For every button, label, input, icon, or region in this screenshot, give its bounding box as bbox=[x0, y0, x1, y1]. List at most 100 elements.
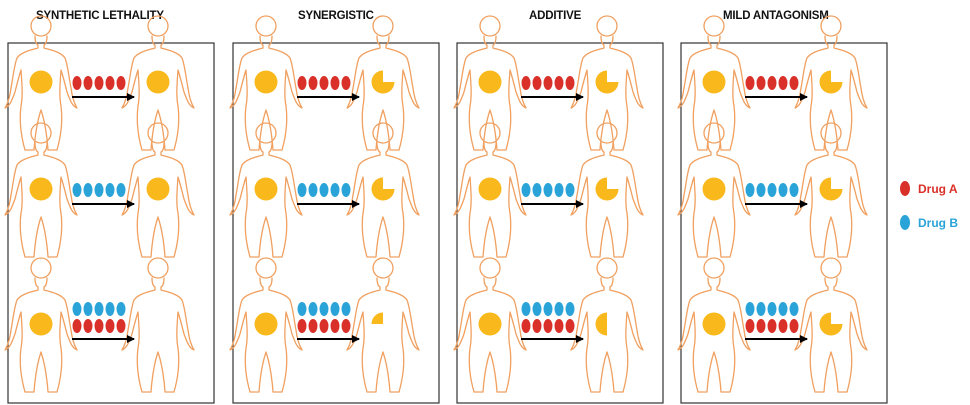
pill-icon bbox=[342, 302, 351, 316]
tumor-before bbox=[703, 71, 726, 94]
pill-icon bbox=[309, 319, 318, 333]
legend-label-drug-a: Drug A bbox=[918, 182, 958, 196]
pill-icon bbox=[84, 183, 93, 197]
pill-icon bbox=[95, 302, 104, 316]
pill-icon bbox=[331, 302, 340, 316]
pill-icon bbox=[566, 302, 575, 316]
pill-icon bbox=[544, 302, 553, 316]
pill-icon bbox=[757, 183, 766, 197]
tumor-before bbox=[30, 313, 53, 336]
pill-icon bbox=[309, 76, 318, 90]
pill-icon bbox=[331, 183, 340, 197]
tumor-before bbox=[703, 313, 726, 336]
tumor-after bbox=[147, 71, 170, 94]
legend-item-drug-b: Drug B bbox=[900, 215, 958, 230]
pill-icon bbox=[746, 76, 755, 90]
pill-icon bbox=[555, 302, 564, 316]
pill-icon bbox=[544, 319, 553, 333]
pill-icon bbox=[757, 302, 766, 316]
tumor-before bbox=[479, 313, 502, 336]
pill-icon bbox=[779, 302, 788, 316]
pill-icon bbox=[106, 319, 115, 333]
pill-icon bbox=[309, 302, 318, 316]
pill-icon bbox=[779, 183, 788, 197]
pill-icon bbox=[320, 76, 329, 90]
pill-icon bbox=[320, 183, 329, 197]
pill-icon bbox=[768, 319, 777, 333]
panel-4 bbox=[678, 16, 887, 403]
pill-icon bbox=[106, 183, 115, 197]
pill-icon bbox=[84, 319, 93, 333]
pill-icon bbox=[84, 76, 93, 90]
pill-icon bbox=[298, 183, 307, 197]
legend-item-drug-a: Drug A bbox=[900, 181, 958, 196]
pill-icon bbox=[566, 319, 575, 333]
pill-icon bbox=[555, 319, 564, 333]
pill-icon bbox=[790, 319, 799, 333]
pill-icon bbox=[555, 76, 564, 90]
pill-icon bbox=[84, 302, 93, 316]
tumor-before bbox=[703, 178, 726, 201]
pill-icon bbox=[331, 319, 340, 333]
pill-icon bbox=[566, 183, 575, 197]
pill-icon bbox=[533, 76, 542, 90]
pill-icon bbox=[522, 76, 531, 90]
pill-icon bbox=[331, 76, 340, 90]
pill-icon bbox=[768, 183, 777, 197]
pill-icon bbox=[117, 319, 126, 333]
pill-icon bbox=[757, 76, 766, 90]
pill-icon bbox=[790, 76, 799, 90]
pill-icon bbox=[533, 302, 542, 316]
tumor-before bbox=[255, 313, 278, 336]
pill-icon bbox=[117, 183, 126, 197]
pill-icon bbox=[106, 76, 115, 90]
pill-icon bbox=[544, 183, 553, 197]
pill-icon bbox=[522, 183, 531, 197]
pill-icon bbox=[342, 183, 351, 197]
pill-icon bbox=[779, 319, 788, 333]
panel-3 bbox=[454, 16, 663, 403]
tumor-before bbox=[479, 71, 502, 94]
pill-icon bbox=[95, 76, 104, 90]
pill-icon bbox=[342, 319, 351, 333]
pill-icon bbox=[555, 183, 564, 197]
pill-icon bbox=[73, 76, 82, 90]
pill-icon bbox=[73, 319, 82, 333]
pill-icon bbox=[298, 302, 307, 316]
pill-icon bbox=[298, 319, 307, 333]
tumor-before bbox=[479, 178, 502, 201]
tumor-before bbox=[30, 178, 53, 201]
pill-icon bbox=[533, 319, 542, 333]
pill-icon bbox=[522, 319, 531, 333]
pill-icon bbox=[117, 302, 126, 316]
tumor-before bbox=[255, 178, 278, 201]
pill-icon bbox=[73, 302, 82, 316]
pill-icon bbox=[95, 183, 104, 197]
pill-icon bbox=[779, 76, 788, 90]
legend-label-drug-b: Drug B bbox=[918, 216, 958, 230]
pill-icon bbox=[320, 302, 329, 316]
pill-icon bbox=[544, 76, 553, 90]
pill-icon bbox=[746, 183, 755, 197]
pill-icon bbox=[342, 76, 351, 90]
panel-2 bbox=[230, 16, 439, 403]
pill-icon bbox=[106, 302, 115, 316]
drug-a-pill-icon bbox=[900, 181, 910, 196]
pill-icon bbox=[309, 183, 318, 197]
pill-icon bbox=[533, 183, 542, 197]
tumor-after bbox=[147, 178, 170, 201]
pill-icon bbox=[73, 183, 82, 197]
panel-1 bbox=[5, 16, 214, 403]
pill-icon bbox=[757, 319, 766, 333]
pill-icon bbox=[117, 76, 126, 90]
pill-icon bbox=[298, 76, 307, 90]
tumor-before bbox=[255, 71, 278, 94]
pill-icon bbox=[790, 302, 799, 316]
pill-icon bbox=[522, 302, 531, 316]
pill-icon bbox=[320, 319, 329, 333]
pill-icon bbox=[95, 319, 104, 333]
pill-icon bbox=[746, 302, 755, 316]
pill-icon bbox=[790, 183, 799, 197]
pill-icon bbox=[768, 76, 777, 90]
